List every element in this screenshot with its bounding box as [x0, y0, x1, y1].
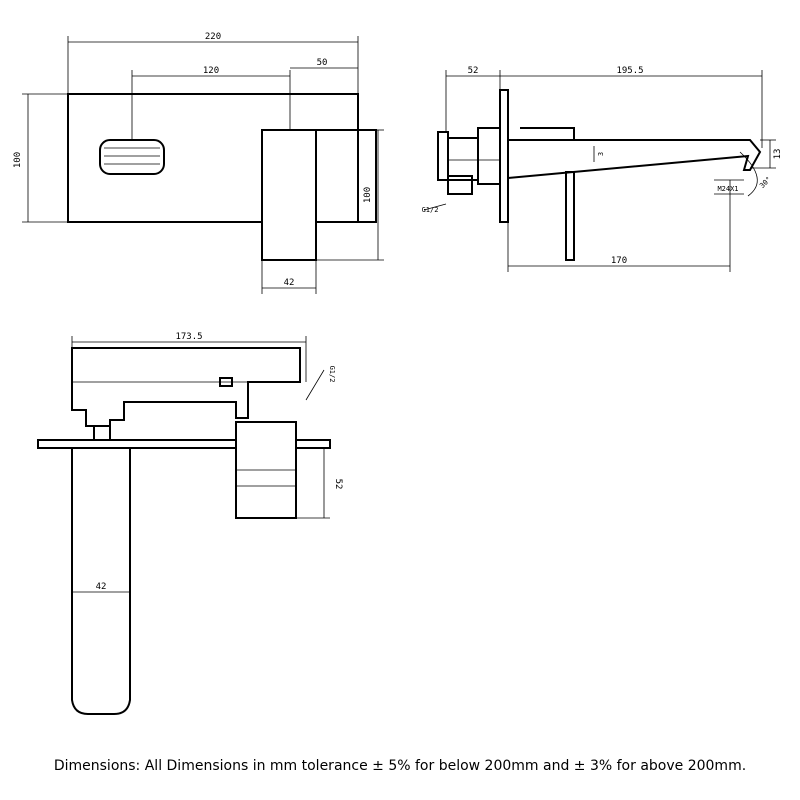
side-view: 52 195.5 170 13 3 M24X1 30° G1/2 [422, 66, 783, 272]
dim-front-width: 220 [205, 32, 221, 42]
tolerance-note: Dimensions: All Dimensions in mm toleran… [53, 758, 747, 774]
dim-top-body-depth: 52 [333, 479, 343, 490]
dim-front-height: 100 [13, 152, 23, 168]
side-handle [565, 171, 575, 261]
dim-side-outlet-gap: 3 [597, 152, 605, 156]
top-lever [71, 447, 131, 715]
dim-front-spout-offset: 120 [203, 66, 219, 76]
top-wall-plate [37, 439, 331, 449]
side-wall-plate [499, 89, 509, 223]
top-spout [71, 347, 301, 427]
dim-top-length: 173.5 [175, 332, 202, 342]
top-view: 173.5 G1/2 52 42 [37, 332, 343, 715]
dim-side-base-depth: 170 [611, 256, 627, 266]
front-handle [261, 129, 317, 261]
dim-side-pipe: G1/2 [422, 206, 439, 214]
front-wall-plate [67, 93, 359, 223]
dim-handle-width: 42 [284, 278, 295, 288]
dim-handle-height: 100 [363, 187, 373, 203]
front-spout-outlet [99, 139, 165, 175]
dim-side-wall-depth: 52 [468, 66, 479, 76]
side-spout [507, 139, 762, 180]
front-view: 220 120 50 100 100 42 [13, 32, 384, 294]
dim-side-angle: 30° [758, 175, 773, 190]
dim-top-handle-width: 42 [96, 582, 107, 592]
dim-side-thread: M24X1 [717, 185, 738, 193]
front-handle-body [315, 129, 377, 223]
dim-top-pipe: G1/2 [328, 366, 336, 383]
dim-front-handle-offset: 50 [317, 58, 328, 68]
dim-side-spout-height: 13 [773, 149, 783, 160]
dim-side-spout-reach: 195.5 [616, 66, 643, 76]
